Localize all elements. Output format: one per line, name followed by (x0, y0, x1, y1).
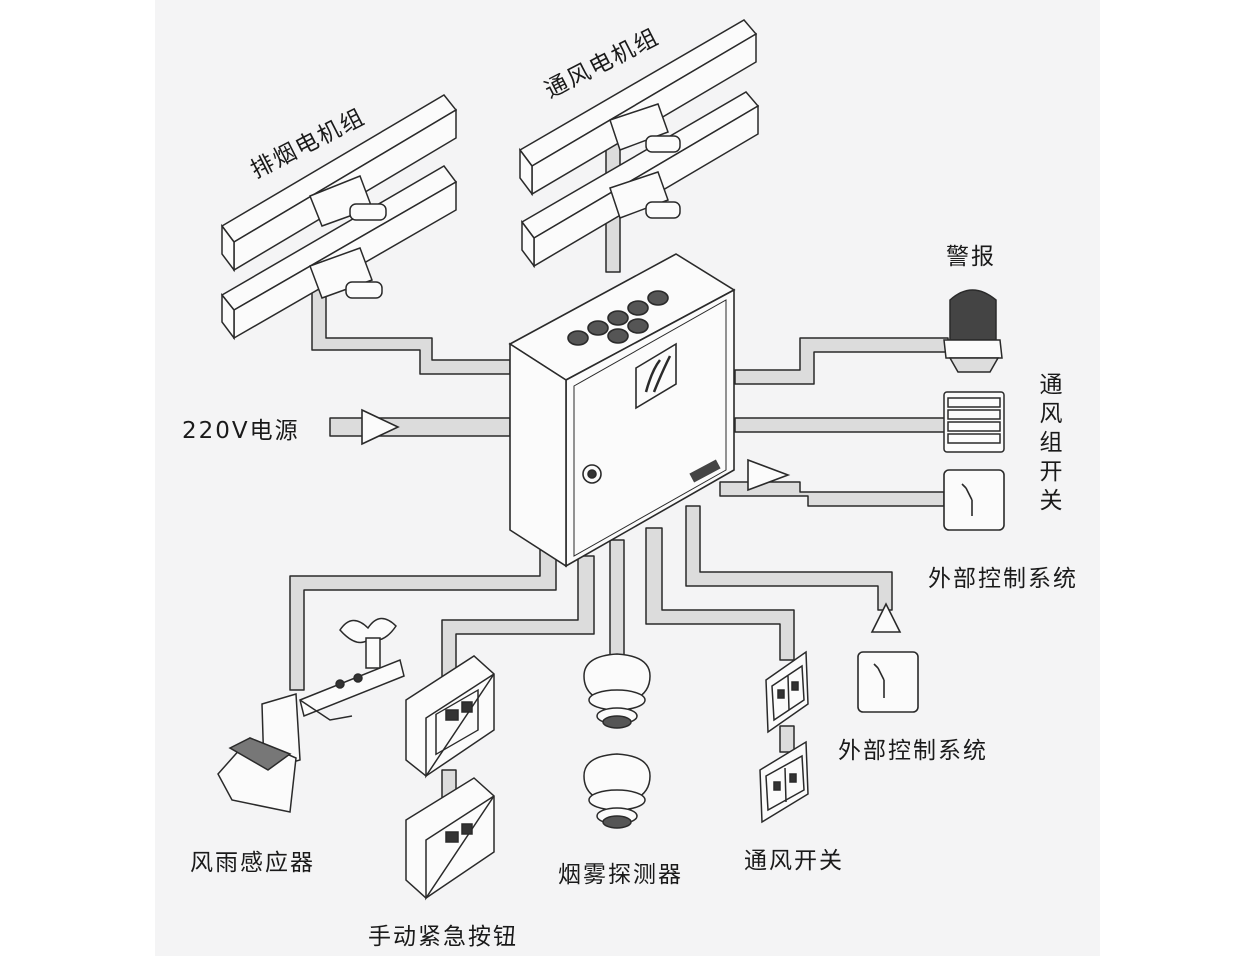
wind-rain-sensor-icon (217, 617, 405, 813)
cable-glands (567, 290, 669, 346)
smoke-motor-bracket-1 (309, 175, 387, 227)
nameplate-icon (689, 459, 721, 483)
cable-vent-switch-link (779, 725, 795, 753)
vent-motor-bracket-2 (609, 171, 681, 219)
external-switch-bottom-icon (857, 651, 919, 713)
label-vent-switch: 通风开关 (744, 848, 844, 874)
alarm-beacon-icon (943, 289, 1003, 373)
cable-220v (329, 417, 511, 437)
label-alarm: 警报 (946, 244, 996, 270)
manual-button-1-icon (405, 655, 495, 779)
brand-logo-icon (635, 342, 677, 410)
label-manual-emergency-button: 手动紧急按钮 (368, 924, 518, 950)
external-switch-right-icon (943, 469, 1005, 531)
vent-group-switch-panel-icon (943, 391, 1005, 453)
label-external-control-bottom: 外部控制系统 (838, 738, 988, 764)
cable-vent-group-switch (734, 417, 949, 433)
control-box-side (509, 342, 567, 568)
vent-switch-2-icon (759, 740, 809, 824)
arrow-220v-icon (361, 408, 400, 446)
cable-smoke-detector (609, 539, 625, 661)
vent-motor-bracket-1 (609, 103, 681, 153)
cable-smoke-motor (311, 284, 511, 375)
label-220v-power: 220V电源 (182, 418, 300, 444)
label-smoke-detector: 烟雾探测器 (558, 862, 683, 888)
smoke-motor-bracket-2 (309, 247, 383, 299)
arrow-external-bottom-icon (870, 602, 902, 633)
label-external-control-right: 外部控制系统 (928, 566, 1078, 592)
label-wind-rain-sensor: 风雨感应器 (190, 850, 315, 876)
smoke-detector-1-icon (583, 653, 651, 729)
vent-switch-1-icon (765, 650, 809, 734)
control-box (508, 253, 736, 568)
cable-vent-switch (645, 527, 795, 661)
label-vent-group-switch: 通风组开关 (1035, 372, 1061, 517)
manual-button-2-icon (405, 777, 495, 901)
cable-external-bottom (685, 505, 893, 611)
arrow-external-right-icon (747, 458, 791, 492)
smoke-detector-2-icon (583, 753, 651, 829)
cable-alarm (734, 337, 949, 385)
